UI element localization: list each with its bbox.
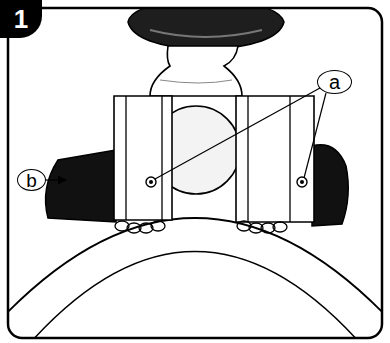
- callout-text: 1: [14, 6, 28, 32]
- step-badge: 1: [0, 0, 42, 38]
- right-bumper: [312, 145, 348, 226]
- leader-line: [304, 93, 326, 178]
- rim-inner: [30, 252, 360, 339]
- frame: [8, 8, 382, 338]
- callout-text: b: [26, 171, 37, 190]
- left-clip: [114, 96, 172, 220]
- rivet: [146, 177, 156, 187]
- pointer-arrow: [46, 179, 66, 180]
- neck-line: [160, 80, 232, 83]
- callout-text: a: [329, 72, 340, 92]
- right-clip: [236, 96, 314, 222]
- left-bumper: [46, 150, 116, 222]
- part-drawing: [8, 8, 382, 338]
- callout-letter: b: [17, 169, 46, 191]
- callout-letter: a: [317, 70, 352, 94]
- cap-highlight: [150, 30, 262, 37]
- rim-outer: [8, 218, 382, 338]
- wire-coil: [115, 221, 287, 233]
- leader-line: [155, 88, 320, 179]
- rivet: [297, 177, 307, 187]
- cap: [128, 8, 284, 50]
- neck: [150, 46, 242, 96]
